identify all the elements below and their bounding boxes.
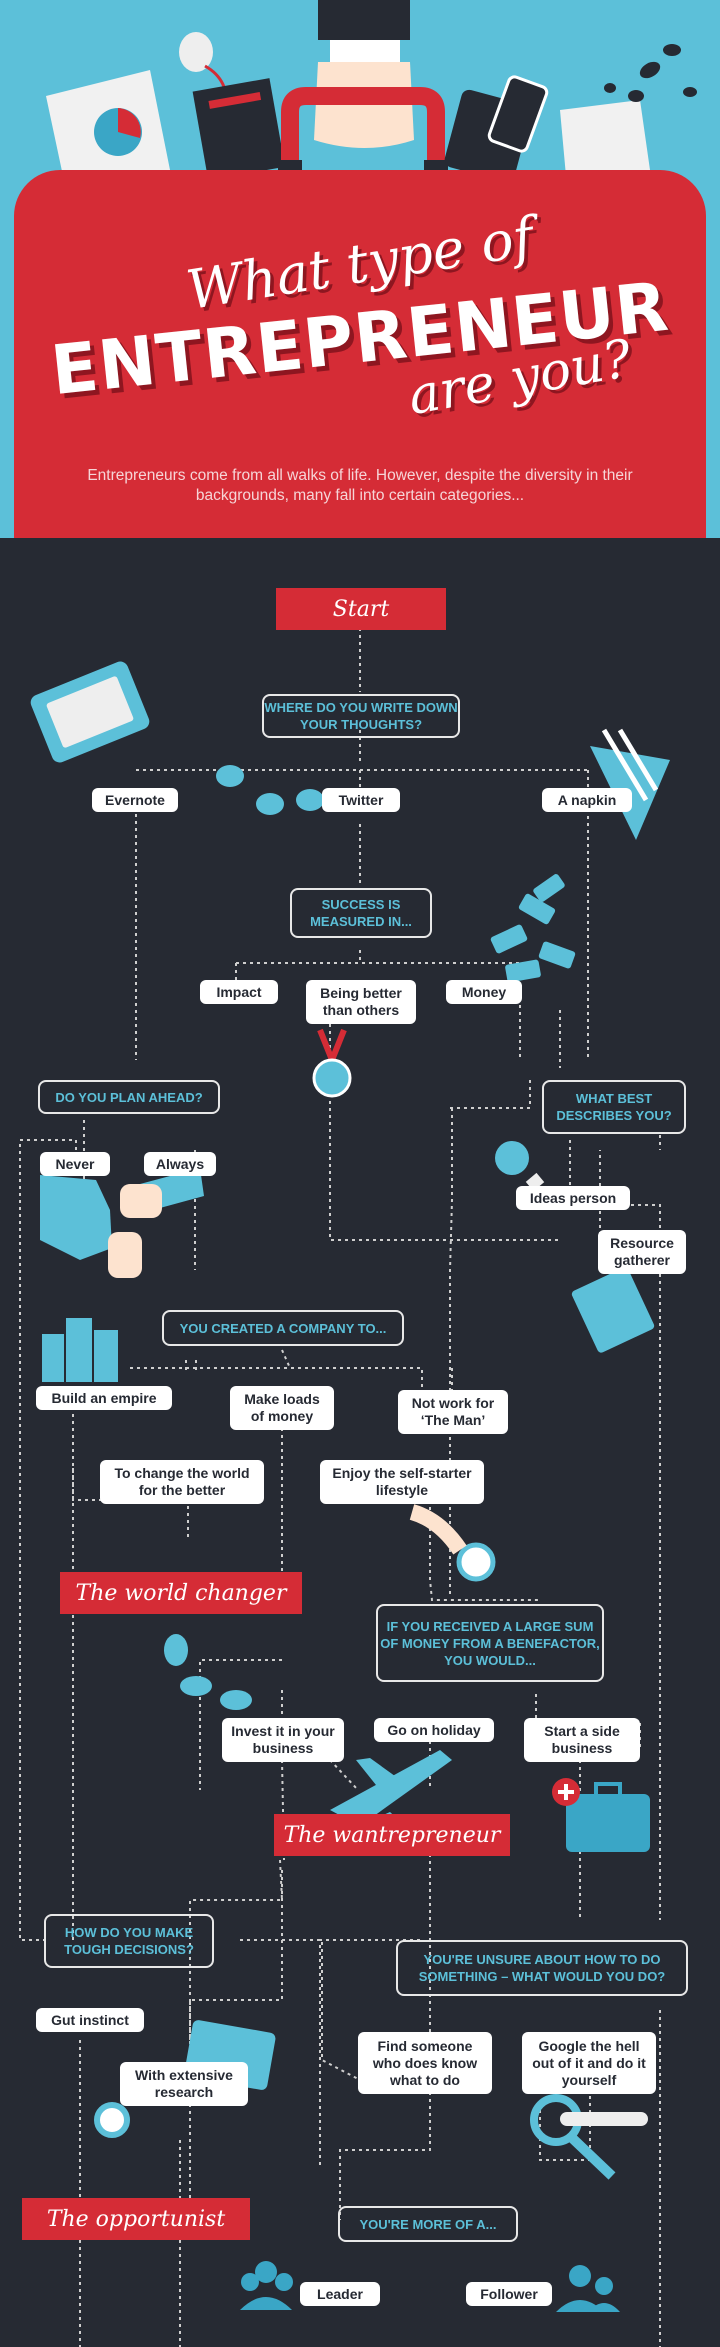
people-icon	[240, 2261, 620, 2312]
question-best-describes: WHAT BEST DESCRIBES YOU?	[542, 1080, 686, 1134]
answer-money[interactable]: Money	[446, 980, 522, 1004]
bird-icon	[216, 765, 244, 787]
answer-evernote[interactable]: Evernote	[92, 788, 178, 812]
question-write-thoughts: WHERE DO YOU WRITE DOWN YOUR THOUGHTS?	[262, 694, 460, 738]
medal-icon	[312, 1058, 352, 1098]
question-tough-decisions: HOW DO YOU MAKE TOUGH DECISIONS?	[44, 1914, 214, 1968]
answer-self-starter[interactable]: Enjoy the self-starter lifestyle	[320, 1460, 484, 1504]
briefcase-handle	[281, 87, 445, 170]
answer-always[interactable]: Always	[144, 1152, 216, 1176]
question-unsure-how: YOU'RE UNSURE ABOUT HOW TO DO SOMETHING …	[396, 1940, 688, 1996]
intro-text: Entrepreneurs come from all walks of lif…	[87, 467, 633, 504]
lightbulb-icon	[495, 1141, 529, 1175]
answer-not-work-the-man[interactable]: Not work for ‘The Man’	[398, 1390, 508, 1434]
thumbs-up-icon	[120, 1184, 162, 1218]
briefcase-body	[14, 170, 706, 570]
question-created-company: YOU CREATED A COMPANY TO...	[162, 1310, 404, 1346]
answer-invest-business[interactable]: Invest it in your business	[222, 1718, 344, 1762]
answer-gut-instinct[interactable]: Gut instinct	[36, 2008, 144, 2032]
answer-twitter[interactable]: Twitter	[322, 788, 400, 812]
answer-impact[interactable]: Impact	[200, 980, 278, 1004]
answer-leader[interactable]: Leader	[300, 2282, 380, 2306]
envelope-icon	[560, 100, 650, 176]
answer-never[interactable]: Never	[40, 1152, 110, 1176]
answer-ideas-person[interactable]: Ideas person	[516, 1186, 630, 1210]
buildings-icon	[42, 1318, 118, 1382]
answer-loads-of-money[interactable]: Make loads of money	[230, 1386, 334, 1430]
result-wantrepreneur: The wantrepreneur	[274, 1814, 510, 1856]
suit-sleeve	[318, 0, 410, 40]
answer-being-better[interactable]: Being better than others	[306, 980, 416, 1024]
business-case-icon	[566, 1794, 650, 1852]
magnifier-icon	[94, 2102, 130, 2138]
answer-resource-gatherer[interactable]: Resource gatherer	[598, 1230, 686, 1274]
result-world-changer: The world changer	[60, 1572, 302, 1614]
thumbs-down-arm	[40, 1175, 112, 1260]
answer-change-world[interactable]: To change the world for the better	[100, 1460, 264, 1504]
magnifier-icon	[456, 1542, 496, 1582]
bird-icon	[296, 789, 324, 811]
answer-a-napkin[interactable]: A napkin	[542, 788, 632, 812]
answer-build-empire[interactable]: Build an empire	[36, 1386, 172, 1410]
thumbs-down-icon	[108, 1232, 142, 1278]
clipboard-icon	[571, 1267, 655, 1353]
phone-icon	[487, 75, 549, 153]
answer-google-it[interactable]: Google the hell out of it and do it your…	[522, 2032, 656, 2094]
answer-extensive-research[interactable]: With extensive research	[120, 2062, 248, 2106]
coins-icon	[164, 1634, 252, 1710]
question-benefactor-money: IF YOU RECEIVED A LARGE SUM OF MONEY FRO…	[376, 1604, 604, 1682]
airplane-icon	[330, 1750, 452, 1826]
answer-follower[interactable]: Follower	[466, 2282, 552, 2306]
mouse-icon	[179, 32, 213, 72]
answer-go-on-holiday[interactable]: Go on holiday	[374, 1718, 494, 1742]
question-plan-ahead: DO YOU PLAN AHEAD?	[38, 1080, 220, 1114]
question-success-measured: SUCCESS IS MEASURED IN...	[290, 888, 432, 938]
result-opportunist: The opportunist	[22, 2198, 250, 2240]
question-more-of-a: YOU'RE MORE OF A...	[338, 2206, 518, 2242]
start-banner: Start	[276, 588, 446, 630]
bird-icon	[256, 793, 284, 815]
answer-side-business[interactable]: Start a side business	[524, 1718, 640, 1762]
cutlery-icon	[601, 728, 659, 802]
answer-find-someone[interactable]: Find someone who does know what to do	[358, 2032, 492, 2094]
money-icon	[490, 874, 576, 983]
